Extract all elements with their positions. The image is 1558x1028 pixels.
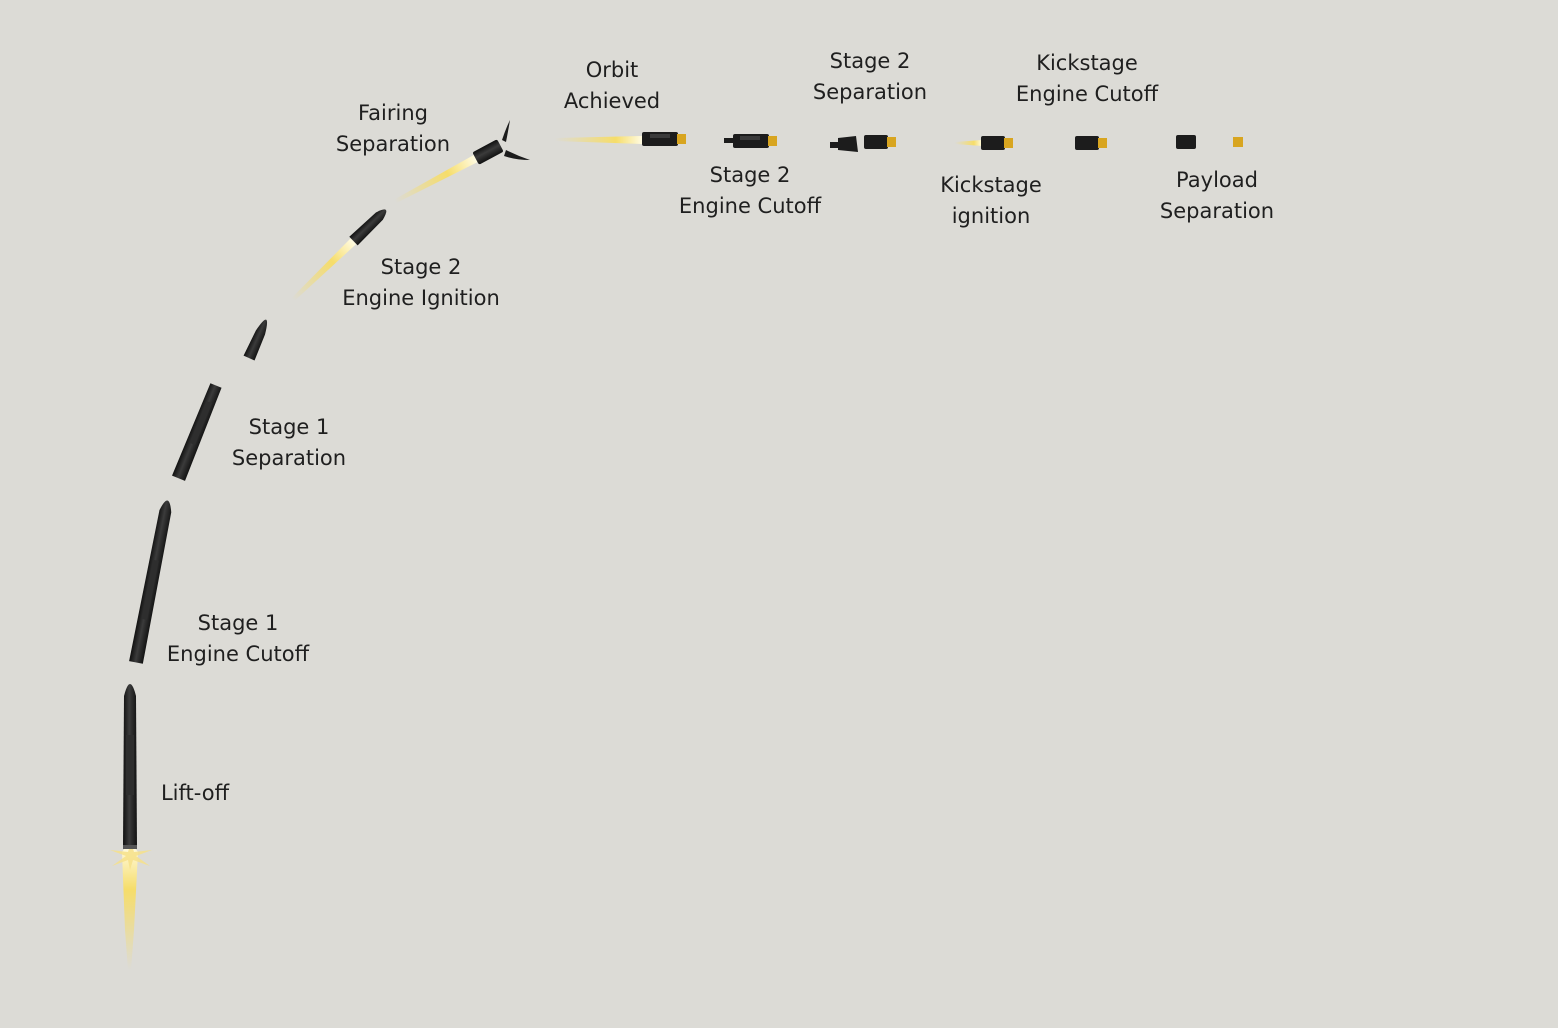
- rocket-icon: [555, 132, 686, 146]
- event-label-stage2-ignition: Stage 2 Engine Ignition: [342, 255, 500, 310]
- kickstage-icon: [1176, 135, 1196, 149]
- rocket-icon: [394, 139, 503, 204]
- rocket-icon: [110, 684, 152, 970]
- event-label-stage1-cutoff: Stage 1 Engine Cutoff: [166, 611, 310, 666]
- event-label-stage2-cutoff: Stage 2 Engine Cutoff: [678, 163, 822, 218]
- rocket-icon: [129, 500, 172, 664]
- kickstage-icon: [1075, 136, 1107, 150]
- event-label-stage2-separation: Stage 2 Separation: [812, 49, 928, 104]
- rocket-icon: [243, 319, 267, 361]
- event-label-liftoff: Lift-off: [160, 781, 230, 805]
- event-label-orbit-achieved: Orbit Achieved: [563, 58, 661, 113]
- payload-icon: [768, 136, 777, 146]
- rocket-icon: [724, 134, 777, 148]
- kickstage-icon: [955, 136, 1013, 150]
- flame-icon: [110, 842, 152, 870]
- payload-icon: [887, 137, 896, 147]
- flame-icon: [394, 155, 478, 204]
- flame-icon: [291, 238, 357, 301]
- rocket-icon: [172, 383, 222, 481]
- kickstage-icon: [864, 135, 896, 149]
- payload-icon: [1098, 138, 1107, 148]
- event-label-stage1-separation: Stage 1 Separation: [231, 415, 347, 470]
- fairing-icon: [502, 120, 530, 160]
- payload-icon: [1004, 138, 1013, 148]
- event-label-fairing-separation: Fairing Separation: [335, 101, 451, 156]
- flame-icon: [955, 140, 982, 146]
- flame-icon: [122, 846, 138, 970]
- rocket-icon: [291, 209, 387, 301]
- payload-icon: [677, 134, 686, 144]
- event-label-kickstage-ignition: Kickstage ignition: [940, 173, 1042, 228]
- payload-icon: [1233, 137, 1243, 147]
- rocket-icon: [830, 136, 858, 152]
- flame-icon: [555, 136, 642, 144]
- event-label-kickstage-cutoff: Kickstage Engine Cutoff: [1015, 51, 1159, 106]
- event-label-payload-separation: Payload Separation: [1159, 168, 1275, 223]
